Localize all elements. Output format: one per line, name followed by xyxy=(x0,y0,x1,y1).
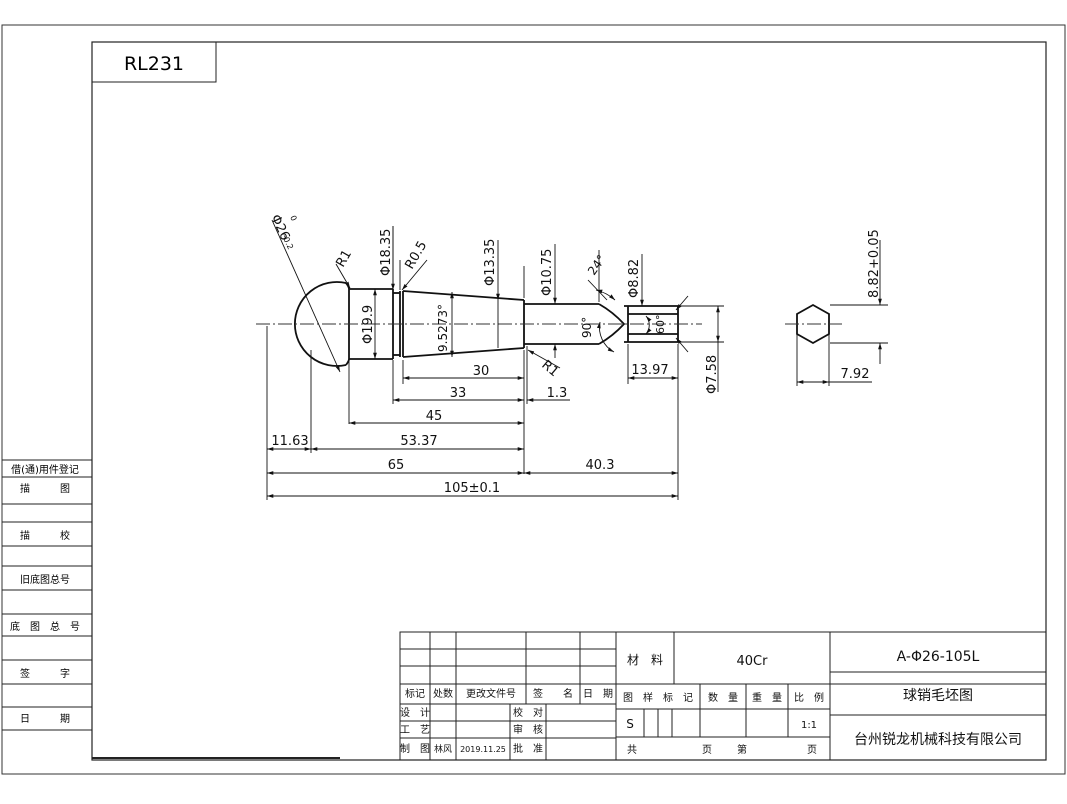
stage-label: 图 样 标 记 xyxy=(623,691,693,704)
dim-r1-top: R1 xyxy=(333,248,355,270)
old-base-number-label: 旧底图总号 xyxy=(20,573,70,586)
drafted-label: 制 图 xyxy=(400,742,430,755)
hdr-mark: 标记 xyxy=(405,688,425,700)
dim-length-45: 45 xyxy=(426,409,443,424)
borrow-register-label: 借(通)用件登记 xyxy=(11,463,79,476)
dim-angle-24: 24° xyxy=(585,252,609,277)
design-label: 设 计 xyxy=(400,706,430,719)
dim-d7-58: Φ7.58 xyxy=(705,355,720,394)
dim-taper-angle: 9.5273° xyxy=(436,304,450,352)
material-value: 40Cr xyxy=(737,654,769,669)
dim-length-105: 105±0.1 xyxy=(444,481,500,496)
review-label: 审 核 xyxy=(513,723,543,736)
hdr-date: 日 期 xyxy=(583,688,613,700)
dim-length-11-63: 11.63 xyxy=(271,434,308,449)
signature-label: 签 字 xyxy=(20,667,70,680)
page-label-2: 页 xyxy=(807,744,817,756)
stage-value: S xyxy=(626,717,634,731)
drawing-number: RL231 xyxy=(124,53,184,75)
dim-ball-tol-upper: 0 xyxy=(288,214,298,222)
outer-frame xyxy=(1,24,1066,775)
part-name: 球销毛坯图 xyxy=(903,688,973,704)
dim-d13-35: Φ13.35 xyxy=(483,239,498,286)
approve-label: 批 准 xyxy=(513,742,543,755)
drawing-number-box xyxy=(91,41,217,83)
drafted-date: 2019.11.25 xyxy=(460,745,506,754)
proofread-label: 校 对 xyxy=(513,706,543,719)
dimension-labels: Φ26 0 -0.2 R1 Φ18.35 R0.5 Φ13.35 Φ10.75 … xyxy=(267,212,882,496)
dim-d19-9: Φ19.9 xyxy=(361,305,376,344)
dim-angle-60: 60° xyxy=(654,315,667,335)
dim-r1-bottom: R1 xyxy=(538,358,561,381)
title-block-text: 标记 处数 更改文件号 签 名 日 期 设 计 校 对 工 艺 审 核 制 图 … xyxy=(400,649,1022,756)
part-code: A-Φ26-105L xyxy=(897,649,980,665)
dim-length-65: 65 xyxy=(388,458,405,473)
total-label: 共 xyxy=(627,744,637,756)
dimension-lines xyxy=(266,219,888,500)
dim-hex-width: 7.92 xyxy=(841,367,870,382)
drafter-name: 林风 xyxy=(434,743,452,755)
base-number-label: 底 图 总 号 xyxy=(10,620,80,633)
company-name: 台州锐龙机械科技有限公司 xyxy=(854,732,1022,748)
scale-value: 1:1 xyxy=(801,720,817,731)
dim-length-30: 30 xyxy=(473,364,490,379)
title-block-grid xyxy=(399,631,1047,761)
hdr-sign: 签 名 xyxy=(533,687,573,700)
dim-hex-across-flats: 8.82+0.05 xyxy=(867,229,882,298)
dim-length-13-97: 13.97 xyxy=(631,363,668,378)
dim-length-1-3: 1.3 xyxy=(547,386,568,401)
weight-label: 重 量 xyxy=(752,691,782,704)
dim-d18-35: Φ18.35 xyxy=(379,229,394,276)
dim-length-40-3: 40.3 xyxy=(586,458,615,473)
hdr-change-doc: 更改文件号 xyxy=(466,687,516,700)
registration-panel xyxy=(2,459,92,731)
sheet-label: 第 xyxy=(737,743,747,756)
dim-r0-5: R0.5 xyxy=(402,239,430,272)
scale-label: 比 例 xyxy=(794,691,824,704)
process-label: 工 艺 xyxy=(400,724,430,736)
dim-angle-90: 90° xyxy=(580,317,594,338)
material-label: 材 料 xyxy=(627,653,663,667)
dim-d10-75: Φ10.75 xyxy=(540,249,555,296)
hdr-count: 处数 xyxy=(433,687,453,700)
page-label: 页 xyxy=(702,744,712,756)
dim-length-53-37: 53.37 xyxy=(400,434,437,449)
quantity-label: 数 量 xyxy=(708,691,738,704)
trace-label: 描 图 xyxy=(20,482,70,495)
dim-length-33: 33 xyxy=(450,386,467,401)
dim-d8-82: Φ8.82 xyxy=(627,259,642,298)
date-label: 日 期 xyxy=(20,713,70,725)
trace-check-label: 描 校 xyxy=(20,529,70,542)
